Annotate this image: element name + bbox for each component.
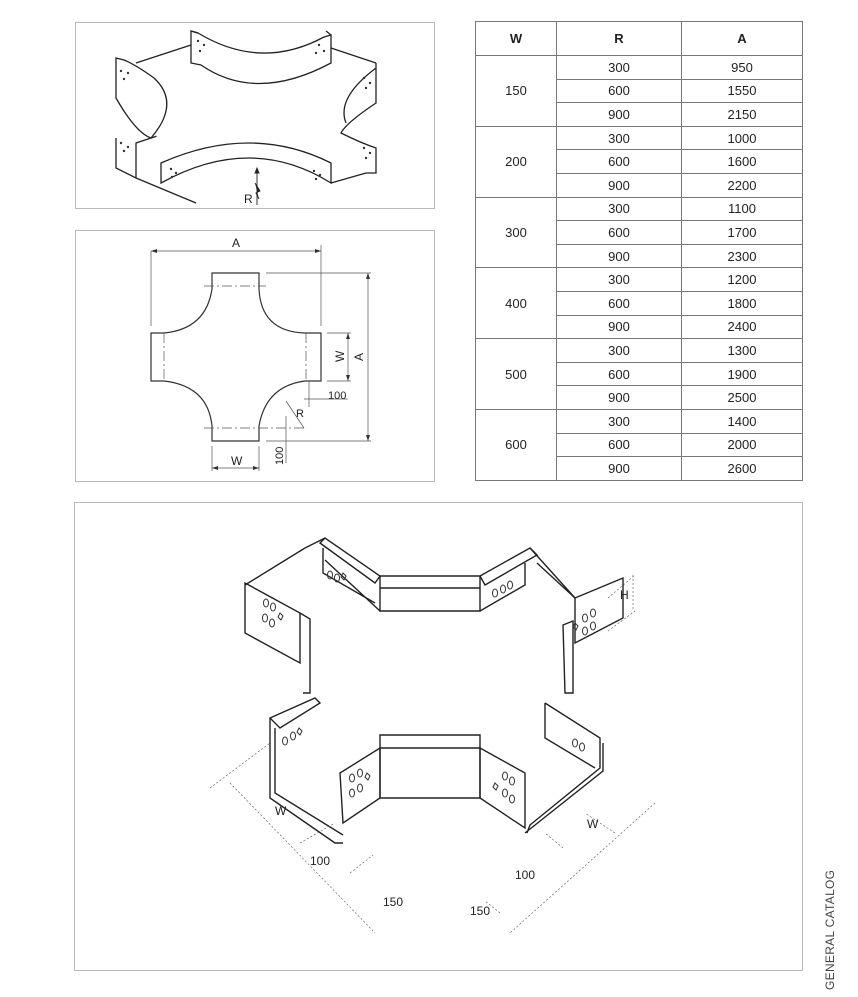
plan-view-drawing: A A W W R 100 100 xyxy=(150,236,371,471)
cell-a: 2200 xyxy=(681,172,803,198)
cell-r: 300 xyxy=(556,408,682,434)
cell-a: 1550 xyxy=(681,78,803,104)
iso-tray-cross-drawing: H W W 100 100 150 150 xyxy=(209,537,656,934)
cell-r: 300 xyxy=(556,196,682,222)
cell-a: 1900 xyxy=(681,361,803,387)
cell-r: 900 xyxy=(556,102,682,127)
cell-r: 900 xyxy=(556,385,682,410)
cell-r: 600 xyxy=(556,149,682,174)
cell-r: 900 xyxy=(556,172,682,198)
cell-r: 900 xyxy=(556,243,682,269)
cell-a: 2000 xyxy=(681,432,803,458)
cell-a: 1200 xyxy=(681,267,803,292)
header-w: W xyxy=(475,21,557,56)
label-w-left: W xyxy=(275,804,287,818)
cell-r: 600 xyxy=(556,220,682,245)
header-a: A xyxy=(681,21,803,56)
table-header-row: W R A xyxy=(475,21,803,56)
label-h: H xyxy=(620,588,629,602)
label-r: R xyxy=(244,192,253,206)
cell-a: 1600 xyxy=(681,149,803,174)
cell-r: 900 xyxy=(556,314,682,340)
label-w-right: W xyxy=(587,817,599,831)
cell-a: 2150 xyxy=(681,102,803,127)
side-label: GENERAL CATALOG xyxy=(823,869,837,990)
cell-r: 900 xyxy=(556,456,682,481)
label-a-right: A xyxy=(352,353,366,361)
cell-a: 1700 xyxy=(681,220,803,245)
label-150-left: 150 xyxy=(383,895,403,909)
cell-a: 2600 xyxy=(681,456,803,481)
cell-w: 300 xyxy=(475,196,557,269)
cell-a: 950 xyxy=(681,55,803,80)
cell-w: 200 xyxy=(475,125,557,198)
cell-r: 600 xyxy=(556,361,682,387)
label-100-left: 100 xyxy=(310,854,330,868)
label-100-right: 100 xyxy=(328,390,346,402)
cell-w: 600 xyxy=(475,408,557,481)
cell-r: 600 xyxy=(556,78,682,104)
label-w-bottom: W xyxy=(231,454,243,468)
cell-w: 400 xyxy=(475,267,557,340)
cell-a: 1300 xyxy=(681,338,803,363)
cell-r: 300 xyxy=(556,267,682,292)
cell-a: 2500 xyxy=(681,385,803,410)
cell-a: 1100 xyxy=(681,196,803,222)
label-w-right: W xyxy=(333,350,347,362)
cell-a: 1000 xyxy=(681,125,803,151)
cell-a: 1800 xyxy=(681,290,803,316)
cell-r: 600 xyxy=(556,432,682,458)
label-100-bottom: 100 xyxy=(274,447,286,465)
cell-r: 600 xyxy=(556,290,682,316)
cell-a: 2400 xyxy=(681,314,803,340)
header-r: R xyxy=(556,21,682,56)
cell-w: 500 xyxy=(475,338,557,410)
cell-a: 1400 xyxy=(681,408,803,434)
iso-tray-cross-diagram-box: H W W 100 100 150 150 xyxy=(74,502,803,971)
cell-r: 300 xyxy=(556,55,682,80)
cell-r: 300 xyxy=(556,338,682,363)
label-150-right: 150 xyxy=(470,904,490,918)
label-a-top: A xyxy=(232,236,240,250)
label-r: R xyxy=(296,408,304,420)
iso-cross-diagram-box: R xyxy=(75,22,435,209)
label-100-right: 100 xyxy=(515,868,535,882)
cell-r: 300 xyxy=(556,125,682,151)
cell-a: 2300 xyxy=(681,243,803,269)
plan-view-diagram-box: A A W W R 100 100 xyxy=(75,230,435,482)
iso-cross-drawing: R xyxy=(115,30,377,206)
cell-w: 150 xyxy=(475,55,557,127)
